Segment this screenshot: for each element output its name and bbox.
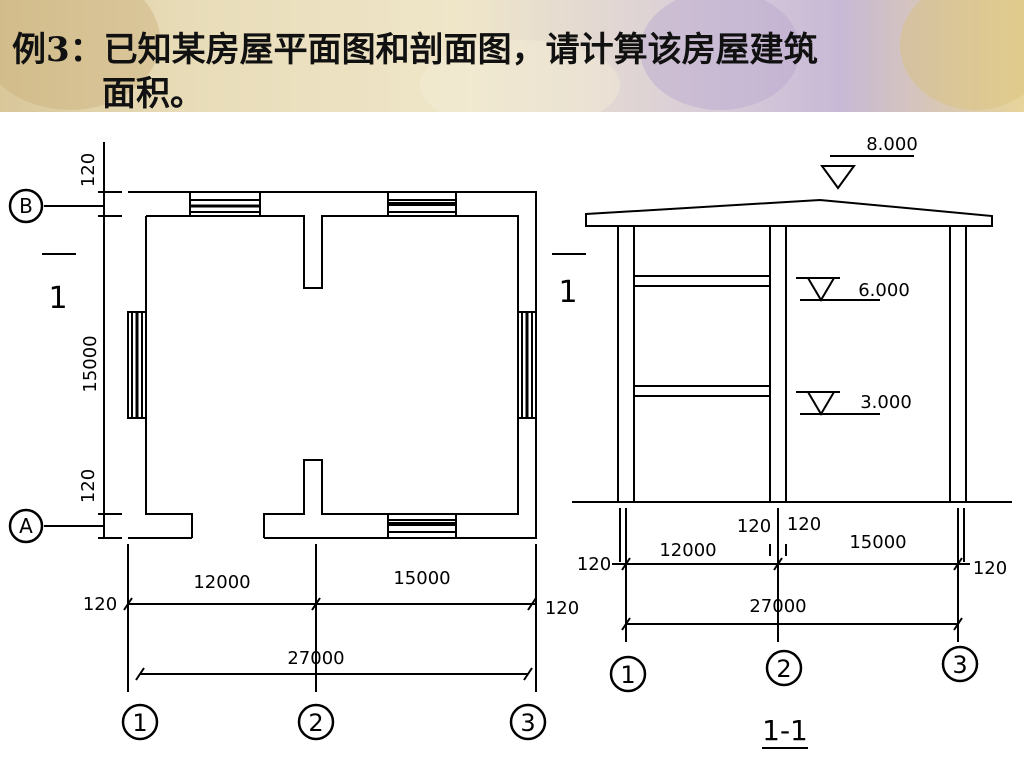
- plan-dim-left-bot: 120: [78, 469, 99, 503]
- plan-axis-label-3: 3: [520, 709, 535, 737]
- section-dim-left: 120: [577, 554, 611, 575]
- section-dim-right: 120: [973, 558, 1007, 579]
- window-bottom-right: [387, 513, 457, 539]
- window-top-left: [189, 191, 261, 217]
- plan-axis-label-1: 1: [132, 709, 147, 737]
- plan-section-mark-right: 1: [558, 275, 577, 310]
- section-axis-marker-2: [765, 649, 803, 687]
- section-columns: [617, 225, 967, 503]
- window-top-right: [387, 191, 457, 217]
- section-slab-1: [633, 385, 771, 397]
- section-elev-1: 3.000: [860, 392, 912, 413]
- elev-marker-1: [796, 391, 880, 416]
- section-dim-top-mid-left: 120: [737, 516, 771, 537]
- elev-marker-2: [796, 277, 880, 302]
- plan-inner-wall-left: [145, 216, 193, 538]
- elev-marker-top: [820, 155, 914, 190]
- section-axis-marker-3: [941, 645, 979, 683]
- plan-inner-wall: [146, 215, 519, 538]
- axis-marker-B: [8, 188, 44, 224]
- section-axis-label-2: 2: [776, 655, 791, 683]
- section-dim-span-2: 15000: [849, 532, 906, 553]
- section-caption: 1-1: [762, 714, 808, 747]
- title-line-1: 例3：已知某房屋平面图和剖面图，请计算该房屋建筑: [12, 30, 818, 70]
- axis-marker-1: [121, 703, 159, 741]
- window-right: [517, 311, 537, 419]
- section-axis-label-1: 1: [620, 661, 635, 689]
- plan-axis-label-B: B: [19, 194, 33, 218]
- plan-dim-bottom-2: 15000: [393, 568, 450, 589]
- plan-dim-left-top: 120: [78, 153, 99, 187]
- plan-section-mark-left: 1: [48, 281, 67, 316]
- axis-marker-A: [8, 508, 44, 544]
- slide-title: 例3：已知某房屋平面图和剖面图，请计算该房屋建筑 面积。: [12, 28, 1012, 116]
- drawing-canvas: B A 1 2 3 1 1 120 15000 120 12000 15000 …: [8, 134, 1012, 749]
- section-dim-total: 27000: [749, 596, 806, 617]
- section-dim-top-mid-right: 120: [787, 514, 821, 535]
- section-roof: [585, 198, 993, 227]
- axis-marker-3: [509, 703, 547, 741]
- plan-dim-bottom-left: 120: [83, 594, 117, 615]
- section-slab-2: [633, 275, 771, 287]
- plan-dim-total: 27000: [287, 648, 344, 669]
- title-banner: [0, 0, 1024, 112]
- plan-outer-wall: [128, 191, 537, 539]
- window-left: [127, 311, 147, 419]
- section-elev-2: 6.000: [858, 280, 910, 301]
- plan-axis-label-A: A: [19, 514, 33, 538]
- section-elev-top: 8.000: [866, 134, 918, 155]
- section-view: [572, 155, 1012, 749]
- floor-plan: [8, 142, 586, 741]
- plan-dim-bottom-1: 12000: [193, 572, 250, 593]
- plan-dim-bottom-right: 120: [545, 598, 579, 619]
- plan-axis-label-2: 2: [308, 709, 323, 737]
- section-axis-marker-1: [609, 655, 647, 693]
- title-line-2: 面积。: [102, 74, 204, 114]
- plan-dim-left-mid: 15000: [80, 335, 101, 392]
- axis-marker-2: [297, 703, 335, 741]
- section-axis-label-3: 3: [952, 651, 967, 679]
- section-dim-span-1: 12000: [659, 540, 716, 561]
